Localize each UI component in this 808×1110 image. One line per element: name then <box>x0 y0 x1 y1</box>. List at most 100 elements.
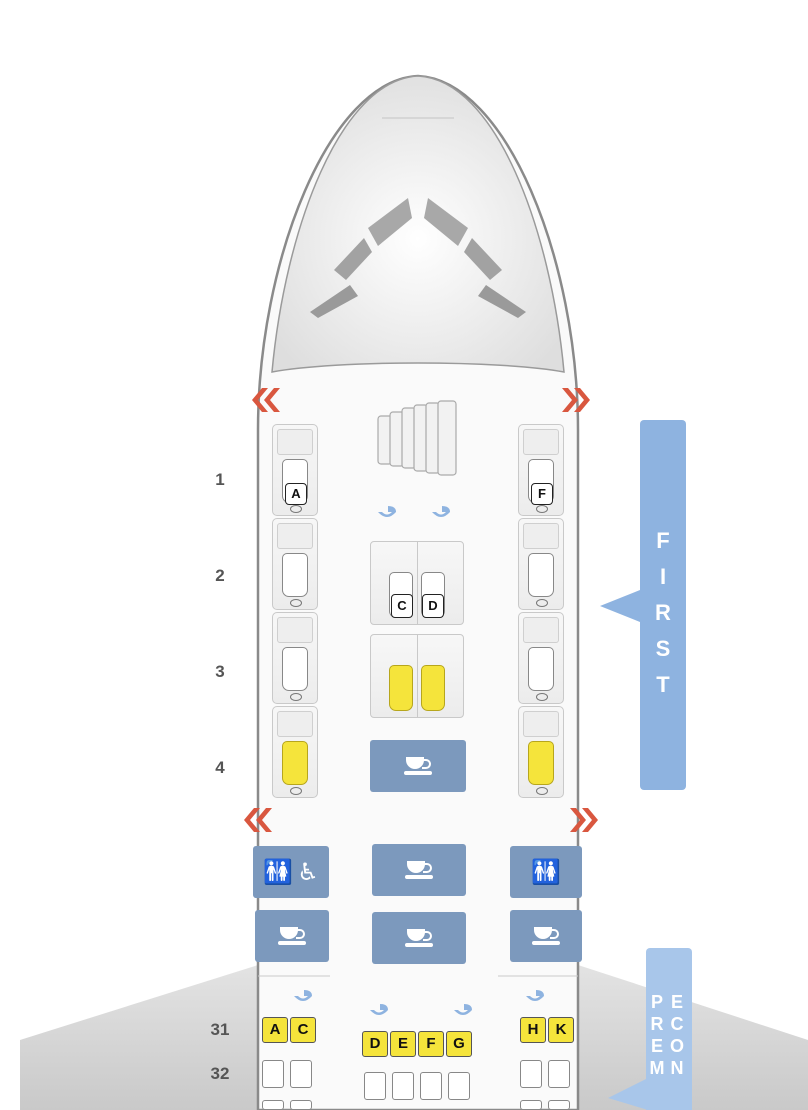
seat-33C[interactable] <box>290 1100 312 1110</box>
seat-shell-available <box>282 741 308 785</box>
seat-shell-available <box>528 741 554 785</box>
cockpit-window <box>478 285 526 318</box>
seat-4F[interactable] <box>518 706 564 798</box>
seat-33K[interactable] <box>548 1100 570 1110</box>
row-number: 1 <box>215 470 225 489</box>
bassinet-icon <box>526 990 544 1001</box>
seat-pad <box>290 787 302 795</box>
seat-shell <box>282 647 308 691</box>
seat-shell <box>528 553 554 597</box>
seat-32G[interactable] <box>448 1072 470 1100</box>
seat-pad <box>536 693 548 701</box>
seat-2A[interactable] <box>272 518 318 610</box>
seat-32A[interactable] <box>262 1060 284 1088</box>
galley-block <box>370 740 466 792</box>
coffee-cup-icon <box>404 755 432 777</box>
exit-marker-right-2 <box>570 808 598 832</box>
seat-back <box>523 523 559 549</box>
seat-pad <box>536 599 548 607</box>
seat-pad <box>536 505 548 513</box>
exit-marker-right-1 <box>562 388 590 412</box>
class-letter: S <box>655 636 671 661</box>
seat-33A[interactable] <box>262 1100 284 1110</box>
seat-32C[interactable] <box>290 1060 312 1088</box>
premium-economy-label: P R E M E C O N <box>646 948 692 1110</box>
seat-pad <box>290 693 302 701</box>
seat-32K[interactable] <box>548 1060 570 1088</box>
seat-letter: D <box>422 594 444 618</box>
lavatory-icon: 🚻 <box>263 858 294 886</box>
seat-back <box>523 617 559 643</box>
seat-32F[interactable] <box>420 1072 442 1100</box>
seat-letter: C <box>391 594 413 618</box>
seat-pair-3CD[interactable] <box>370 634 464 718</box>
seat-31G[interactable]: G <box>446 1031 472 1057</box>
class-letter: C <box>670 1014 684 1034</box>
row-number: 4 <box>215 758 225 777</box>
class-letter: F <box>656 528 670 553</box>
cockpit-window <box>368 198 412 246</box>
seat-32H[interactable] <box>520 1060 542 1088</box>
class-letter: I <box>659 564 667 589</box>
seat-back <box>277 429 313 455</box>
galley-block <box>372 844 466 896</box>
cockpit-window <box>424 198 468 246</box>
seat-back <box>523 711 559 737</box>
bassinet-icon <box>454 1004 472 1015</box>
seat-letter: A <box>285 483 307 505</box>
bassinet-icon <box>378 506 396 517</box>
seat-31C[interactable]: C <box>290 1017 316 1043</box>
class-letter: P <box>650 992 663 1012</box>
stairs-icon <box>377 400 457 476</box>
seat-31F[interactable]: F <box>418 1031 444 1057</box>
seat-32E[interactable] <box>392 1072 414 1100</box>
seat-pad <box>290 505 302 513</box>
wheelchair-icon: ♿ <box>297 858 319 886</box>
cockpit-window <box>310 285 358 318</box>
class-letter: R <box>655 600 671 625</box>
coffee-cup-icon <box>278 925 306 947</box>
seat-31E[interactable]: E <box>390 1031 416 1057</box>
seat-divider <box>417 542 418 624</box>
seat-1F[interactable]: F <box>518 424 564 516</box>
row-number: 31 <box>210 1020 230 1039</box>
seat-2F[interactable] <box>518 518 564 610</box>
seat-back <box>277 711 313 737</box>
seat-31D[interactable]: D <box>362 1031 388 1057</box>
seat-3A[interactable] <box>272 612 318 704</box>
seat-shell-available <box>421 665 445 711</box>
class-letter: M <box>649 1058 665 1078</box>
galley-block <box>255 910 329 962</box>
seat-3F[interactable] <box>518 612 564 704</box>
right-wing <box>578 965 808 1110</box>
seat-divider <box>417 635 418 717</box>
exit-marker-left-2 <box>244 808 272 832</box>
seat-33H[interactable] <box>520 1100 542 1110</box>
premium-pointer <box>608 1078 648 1110</box>
seat-32D[interactable] <box>364 1072 386 1100</box>
seat-back <box>277 523 313 549</box>
seat-31A[interactable]: A <box>262 1017 288 1043</box>
seat-31K[interactable]: K <box>548 1017 574 1043</box>
exit-marker-left-1 <box>252 388 280 412</box>
left-wing <box>20 965 258 1110</box>
lavatory-block: 🚻 ♿ <box>253 846 329 898</box>
bassinet-icon <box>370 1004 388 1015</box>
galley-block <box>510 910 582 962</box>
lavatory-block: 🚻 <box>510 846 582 898</box>
lavatory-icon: 🚻 <box>531 858 561 886</box>
cockpit-window <box>464 238 502 280</box>
seat-4A[interactable] <box>272 706 318 798</box>
seat-shell <box>528 647 554 691</box>
nose-cone <box>271 75 565 373</box>
seat-1A[interactable]: A <box>272 424 318 516</box>
row-number: 32 <box>210 1064 230 1083</box>
galley-block <box>372 912 466 964</box>
seat-pad <box>290 599 302 607</box>
seat-back <box>277 617 313 643</box>
seat-letter: F <box>531 483 553 505</box>
coffee-cup-icon <box>405 859 433 881</box>
seat-pair-2CD[interactable]: C D <box>370 541 464 625</box>
seat-31H[interactable]: H <box>520 1017 546 1043</box>
